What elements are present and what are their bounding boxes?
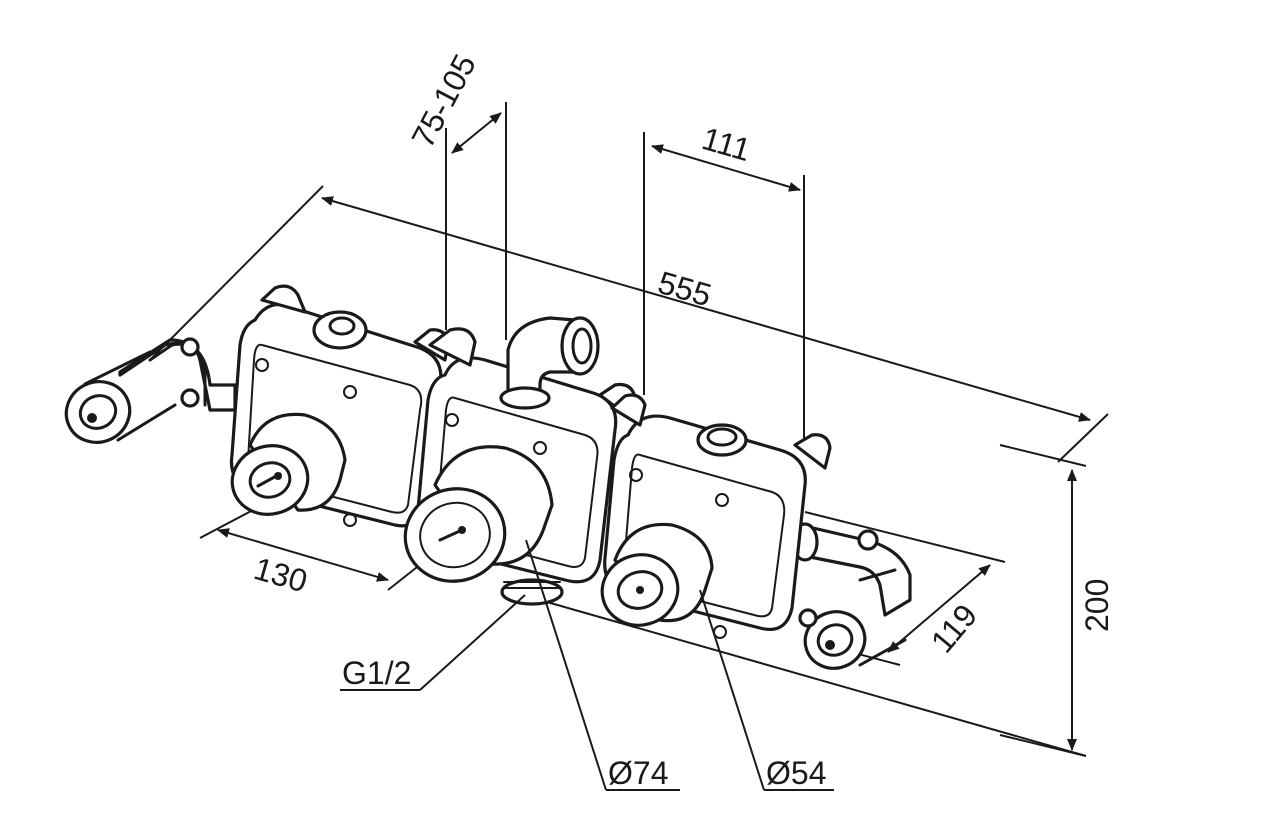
valve-body-right [600,393,832,639]
callout-labels: G1/2 Ø74 Ø54 [342,655,826,791]
label-depth: 119 [924,597,984,659]
label-length-left: 130 [250,550,311,599]
left-pipe-stub [64,337,237,444]
callout-leaders [340,539,834,791]
label-height: 200 [1079,579,1115,632]
label-diameter-large: Ø74 [608,755,668,791]
valve-body-middle [403,316,637,606]
valve-body-left [229,284,450,528]
label-thread: G1/2 [342,655,411,691]
label-diameter-small: Ø54 [766,755,826,791]
label-spacing-right: 111 [698,120,755,168]
label-overall-length: 555 [654,264,715,313]
right-pipe-stub [791,522,912,670]
